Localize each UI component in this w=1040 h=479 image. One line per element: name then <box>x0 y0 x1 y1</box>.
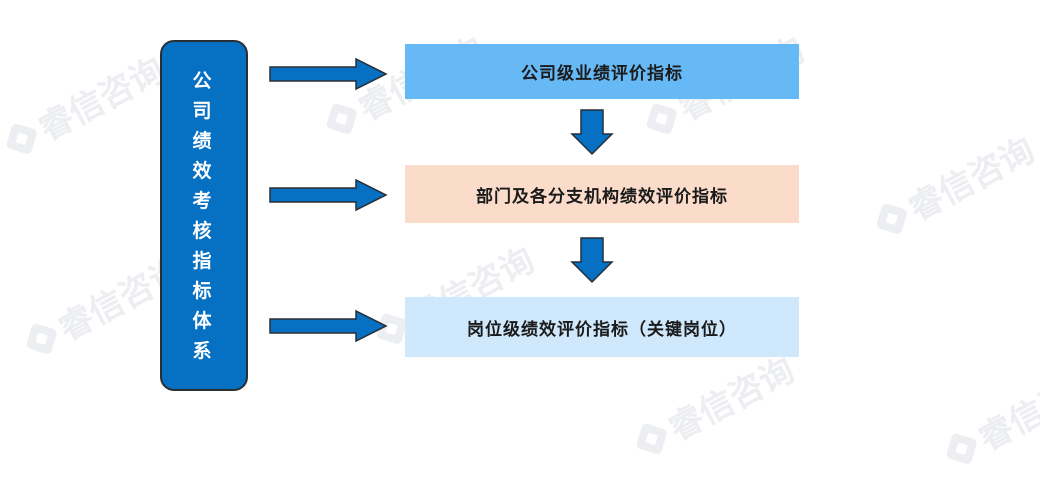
watermark: 睿信咨询 <box>628 343 801 466</box>
level-label: 部门及各分支机构绩效评价指标 <box>476 186 728 207</box>
watermark-logo-icon <box>645 102 678 135</box>
down-arrow-icon <box>570 109 614 156</box>
level-box-company: 公司级业绩评价指标 <box>405 44 799 99</box>
watermark-logo-icon <box>25 322 58 355</box>
watermark-logo-icon <box>875 202 908 235</box>
level-label: 公司级业绩评价指标 <box>521 64 683 84</box>
watermark: 睿信咨询 <box>868 123 1040 246</box>
right-arrow-icon <box>269 309 388 343</box>
watermark-text: 睿信咨询 <box>902 130 1040 230</box>
watermark: 睿信咨询 <box>0 43 172 166</box>
right-arrow-icon <box>269 178 388 212</box>
level-label: 岗位级绩效评价指标（关键岗位） <box>467 319 737 340</box>
level-box-position: 岗位级绩效评价指标（关键岗位） <box>405 297 799 357</box>
level-box-department: 部门及各分支机构绩效评价指标 <box>405 165 799 223</box>
watermark-logo-icon <box>635 422 668 455</box>
indicator-system-pillar: 公司绩效考核指标体系 <box>160 40 248 391</box>
indicator-system-label: 公司绩效考核指标体系 <box>192 69 216 362</box>
watermark-text: 睿信咨询 <box>32 50 172 150</box>
right-arrow-icon <box>269 57 388 91</box>
watermark-logo-icon <box>5 122 38 155</box>
watermark-logo-icon <box>945 432 978 465</box>
watermark-logo-icon <box>325 102 358 135</box>
down-arrow-icon <box>570 237 614 284</box>
watermark-text: 睿信咨询 <box>972 360 1040 460</box>
watermark: 睿信咨询 <box>938 353 1040 476</box>
watermark-text: 睿信咨询 <box>662 350 802 450</box>
